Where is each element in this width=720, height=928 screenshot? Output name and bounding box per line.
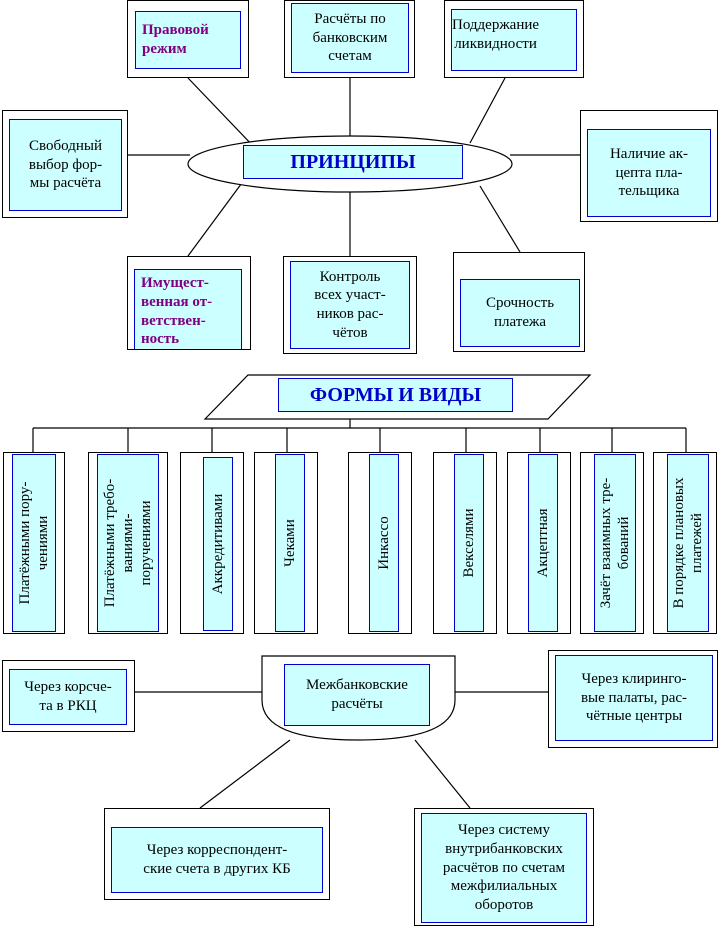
principle-box: Расчёты по банковским счетам [284,0,415,78]
form-planned-payments: В порядке плановых платежей [667,454,709,632]
interbank-rkc: Через корсче- та в РКЦ [9,669,127,725]
principle-free-choice: Свободный выбор фор- мы расчёта [9,119,122,211]
form-mutual-offset: Зачёт взаимных тре- бований [594,454,636,632]
principles-title: ПРИНЦИПЫ [243,145,463,179]
principle-property-liability: Имущест- венная от- ветствен- ность [134,269,242,349]
form-box: Акцептная [507,452,571,634]
form-collection: Инкассо [369,454,399,632]
form-payment-orders: Платёжными пору- чениями [12,454,56,632]
principle-box: Срочность платежа [453,252,585,352]
principle-timeliness: Срочность платежа [460,279,580,347]
interbank-title: Межбанковские расчёты [284,664,430,726]
principle-acceptance: Наличие ак- цепта пла- тельщика [587,129,711,217]
interbank-correspondent: Через корреспондент- ские счета в других… [111,827,323,893]
form-cheques: Чеками [275,454,305,632]
interbank-box: Через клиринго- вые палаты, рас- чётные … [548,650,718,748]
form-bills: Векселями [454,454,484,632]
form-box: Инкассо [348,452,412,634]
principle-box: Контроль всех участ- ников рас- чётов [283,256,417,354]
principle-box: Поддержание ликвидности [444,0,584,78]
principle-legal-regime: Правовой режим [135,11,241,69]
form-box: Платёжными требо- ваниями- поручениями [88,452,168,634]
form-box: Платёжными пору- чениями [3,452,65,634]
forms-title: ФОРМЫ И ВИДЫ [278,378,513,412]
interbank-clearing: Через клиринго- вые палаты, рас- чётные … [555,655,713,741]
form-box: В порядке плановых платежей [653,452,717,634]
interbank-box: Через систему внутрибанковских расчётов … [414,808,594,926]
principle-control: Контроль всех участ- ников рас- чётов [290,261,410,349]
principle-box: Правовой режим [127,0,249,78]
interbank-box: Через корсче- та в РКЦ [2,660,135,732]
form-letters-of-credit: Аккредитивами [203,457,233,631]
form-payment-requests: Платёжными требо- ваниями- поручениями [97,454,159,632]
form-box: Зачёт взаимных тре- бований [580,452,644,634]
interbank-internal-system: Через систему внутрибанковских расчётов … [421,813,587,923]
interbank-box: Через корреспондент- ские счета в других… [104,808,330,900]
principle-bank-accounts: Расчёты по банковским счетам [291,3,409,73]
form-box: Чеками [254,452,318,634]
principle-box: Имущест- венная от- ветствен- ность [127,256,251,350]
principle-box: Свободный выбор фор- мы расчёта [2,110,128,218]
principle-liquidity: Поддержание ликвидности [451,9,577,71]
principle-box: Наличие ак- цепта пла- тельщика [580,110,718,222]
form-acceptance: Акцептная [528,454,558,632]
form-box: Аккредитивами [180,452,244,634]
form-box: Векселями [433,452,497,634]
